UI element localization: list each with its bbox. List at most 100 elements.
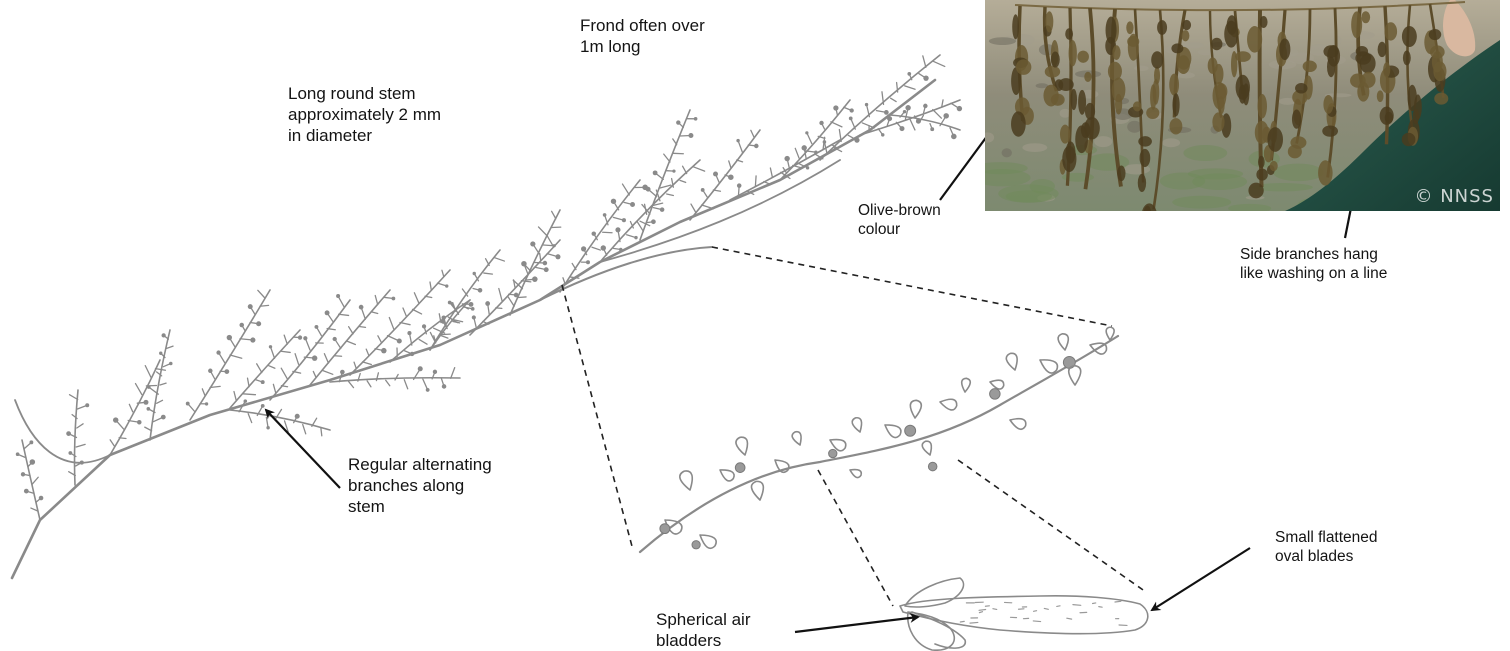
blade-speckle [1034,611,1037,612]
sketch-bladder [312,355,317,360]
weed-clump [1171,43,1183,53]
weed-clump [1434,93,1448,105]
weed-clump [1256,169,1267,181]
sketch-bladder [819,121,823,125]
detail-bladder [660,524,670,534]
detail-blade [1058,334,1068,350]
sketch-bladder [418,366,423,371]
sketch-twig [680,180,686,182]
sketch-bladder [471,307,475,311]
sketch-bladder [603,213,607,217]
sketch-twig [486,259,490,266]
pebble [1002,148,1012,157]
blade-speckle [1044,608,1048,609]
sketch-twig [891,98,897,101]
sketch-twig [592,247,600,250]
weed-clump [1157,20,1167,35]
sketch-twig [404,380,407,389]
sketch-bladder [884,110,889,115]
sketch-bladder [530,241,535,246]
weed-clump [1112,45,1120,60]
detail-bladder [990,389,1000,399]
arrow-icon [795,617,918,632]
sketch-twig [349,327,353,334]
sketch-twig [271,347,275,359]
guide-line [712,247,1112,326]
sketch-twig [295,354,298,365]
sketch-bladder [422,324,426,328]
sketch-twig [795,148,799,158]
sketch-bladder [728,174,734,180]
sketch-twig [451,368,455,379]
sketch-bladder [24,489,29,494]
sketch-bladder [653,170,658,175]
detail-blade [680,471,692,490]
sketch-bladder [634,236,637,239]
sketch-twig [572,263,576,269]
weed-clump [1133,101,1142,111]
sketch-twig [303,425,306,434]
sketch-twig [359,327,365,328]
sketch-twig [32,477,38,484]
sketch-bladder [227,335,232,340]
blade-speckle [1067,618,1072,619]
guide-line [958,460,1146,592]
detail-blade [1006,353,1017,370]
sketch-twig [508,297,514,307]
sketch-bladder [16,452,20,456]
sketch-twig [923,56,926,67]
sketch-bladder [676,120,680,124]
weed-clump [1323,95,1333,114]
sketch-twig [386,380,390,385]
weed-clump [1016,59,1031,74]
weed-clump [1011,111,1026,136]
blade-speckle [970,622,978,623]
sketch-bladder [442,384,447,389]
algae-patch [1188,168,1243,179]
sketch-bladder [854,138,859,143]
blade-speckle [1073,605,1081,606]
sketch-twig [260,305,269,306]
sketch-twig [683,166,687,173]
label-side-branches: Side branches hang like washing on a lin… [1240,245,1387,283]
sketch-bladder [30,459,36,465]
detail-bladder [928,462,937,471]
sketch-bladder [407,331,411,335]
weed-clump [1323,45,1338,57]
weed-clump [1075,125,1088,153]
sketch-bladder [611,199,616,204]
weed-clump [1429,29,1442,40]
weed-clump [1384,22,1397,40]
label-colour: Olive-brown colour [858,201,941,239]
weed-clump [1077,51,1089,63]
sketch-twig [552,211,556,218]
sketch-branch [15,400,110,463]
sketch-bladder [248,304,253,309]
sketch-bladder [269,345,272,348]
weed-clump [1138,136,1152,146]
sketch-twig [755,176,756,186]
detail-blade [751,481,763,500]
sketch-bladder [442,316,446,320]
detail-blade [850,470,861,478]
detail-blade [700,535,716,548]
sketch-twig [145,366,151,378]
pebble [1022,143,1047,152]
weed-clump [1078,90,1086,115]
sketch-twig [673,139,677,145]
sketch-bladder [833,105,838,110]
sketch-bladder [881,133,884,136]
sketch-bladder [66,431,71,436]
sketch-twig [354,362,356,368]
sketch-twig [702,205,714,209]
label-stem: Long round stem approximately 2 mm in di… [288,83,441,146]
algae-patch [1030,179,1055,193]
sketch-bladder [619,248,623,252]
label-oval-blades: Small flattened oval blades [1275,528,1378,566]
sketch-bladder [161,333,165,337]
sketch-bladder [21,472,25,476]
sketch-bladder [903,110,906,113]
weed-clump [1208,57,1218,74]
sketch-twig [400,323,410,325]
sketch-bladder [899,126,904,131]
